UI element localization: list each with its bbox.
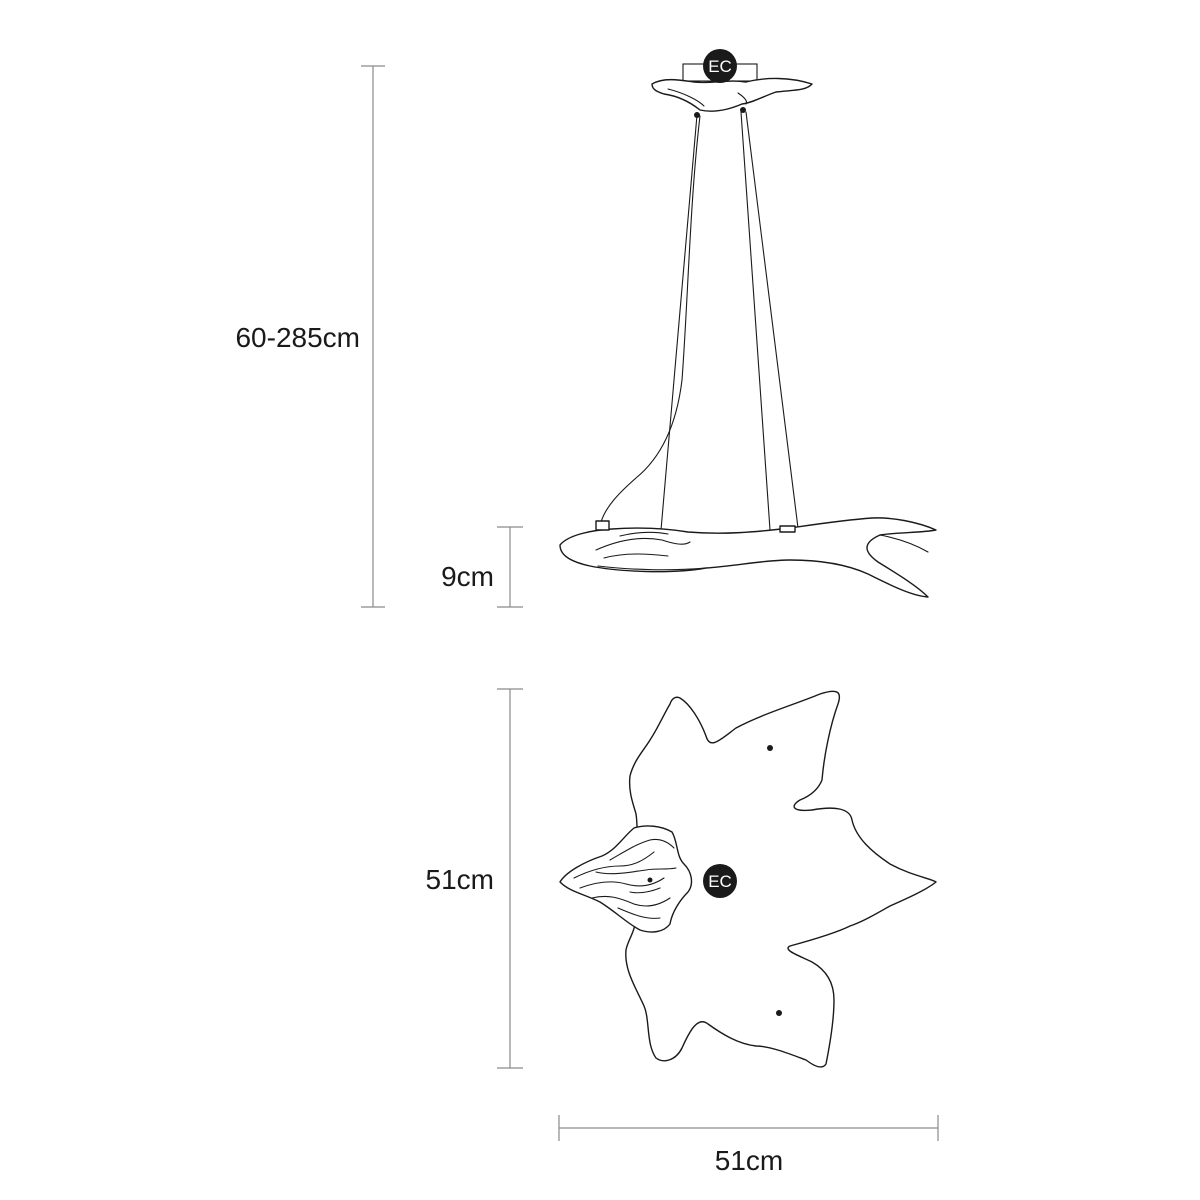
top-width-dimension: 51cm bbox=[558, 1115, 939, 1176]
ec-badge-top: EC bbox=[703, 864, 737, 898]
top-width-label: 51cm bbox=[715, 1145, 783, 1176]
power-cord bbox=[600, 115, 701, 523]
ceiling-canopy bbox=[651, 63, 813, 112]
branch-detail bbox=[879, 534, 929, 553]
suspension-cables bbox=[600, 107, 801, 545]
ec-badge-side-text: EC bbox=[708, 57, 732, 76]
body-height-label: 9cm bbox=[441, 561, 494, 592]
steel-cable-right-outer bbox=[745, 111, 801, 545]
canopy-detail bbox=[667, 88, 748, 107]
leaf-body-side-detail bbox=[595, 531, 707, 571]
textured-leaf-outline bbox=[559, 825, 693, 933]
cord-connector bbox=[595, 520, 610, 531]
cable-height-label: 60-285cm bbox=[235, 322, 360, 353]
mount-screw-top bbox=[767, 745, 773, 751]
top-view: 51cm 51cm EC bbox=[426, 688, 939, 1176]
cable-clamp bbox=[779, 525, 796, 533]
textured-leaf-grain bbox=[573, 838, 677, 919]
cable-anchor-right bbox=[740, 107, 746, 113]
ec-badge-side-circle bbox=[703, 49, 737, 83]
ec-badge-side: EC bbox=[703, 49, 737, 83]
body-height-dimension: 9cm bbox=[441, 526, 523, 608]
top-depth-label: 51cm bbox=[426, 864, 494, 895]
mount-screw-bottom bbox=[776, 1010, 782, 1016]
cable-height-dimension: 60-285cm bbox=[235, 65, 385, 608]
side-view: 60-285cm 9cm EC bbox=[235, 49, 937, 608]
leaf-body-side bbox=[559, 517, 937, 598]
fixture-body-side bbox=[559, 517, 937, 598]
ec-badge-top-circle bbox=[703, 864, 737, 898]
steel-cable-right-inner bbox=[740, 111, 771, 531]
ec-badge-top-text: EC bbox=[708, 872, 732, 891]
textured-leaf-top bbox=[559, 825, 693, 933]
textured-leaf-screw bbox=[647, 877, 653, 883]
steel-cable-left bbox=[660, 114, 698, 531]
top-depth-dimension: 51cm bbox=[426, 688, 523, 1069]
canopy-leaf bbox=[651, 77, 813, 112]
